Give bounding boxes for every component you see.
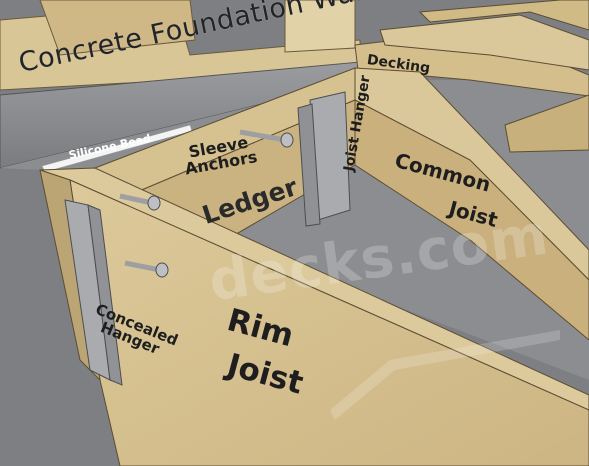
joist-hanger-flange xyxy=(297,103,321,227)
decking-board-2 xyxy=(379,14,589,71)
concealed-hanger-flange xyxy=(87,204,123,386)
decking-board-3 xyxy=(418,0,589,31)
sleeve-anchor-2 xyxy=(119,193,161,211)
common-joist-side xyxy=(354,99,589,341)
sleeve-anchor-1 xyxy=(239,129,294,148)
watermark-roof-shape xyxy=(330,330,560,420)
sleeve-anchor-3 xyxy=(124,260,169,278)
decking-board-end xyxy=(504,94,589,153)
house-framing-upper xyxy=(39,0,196,56)
